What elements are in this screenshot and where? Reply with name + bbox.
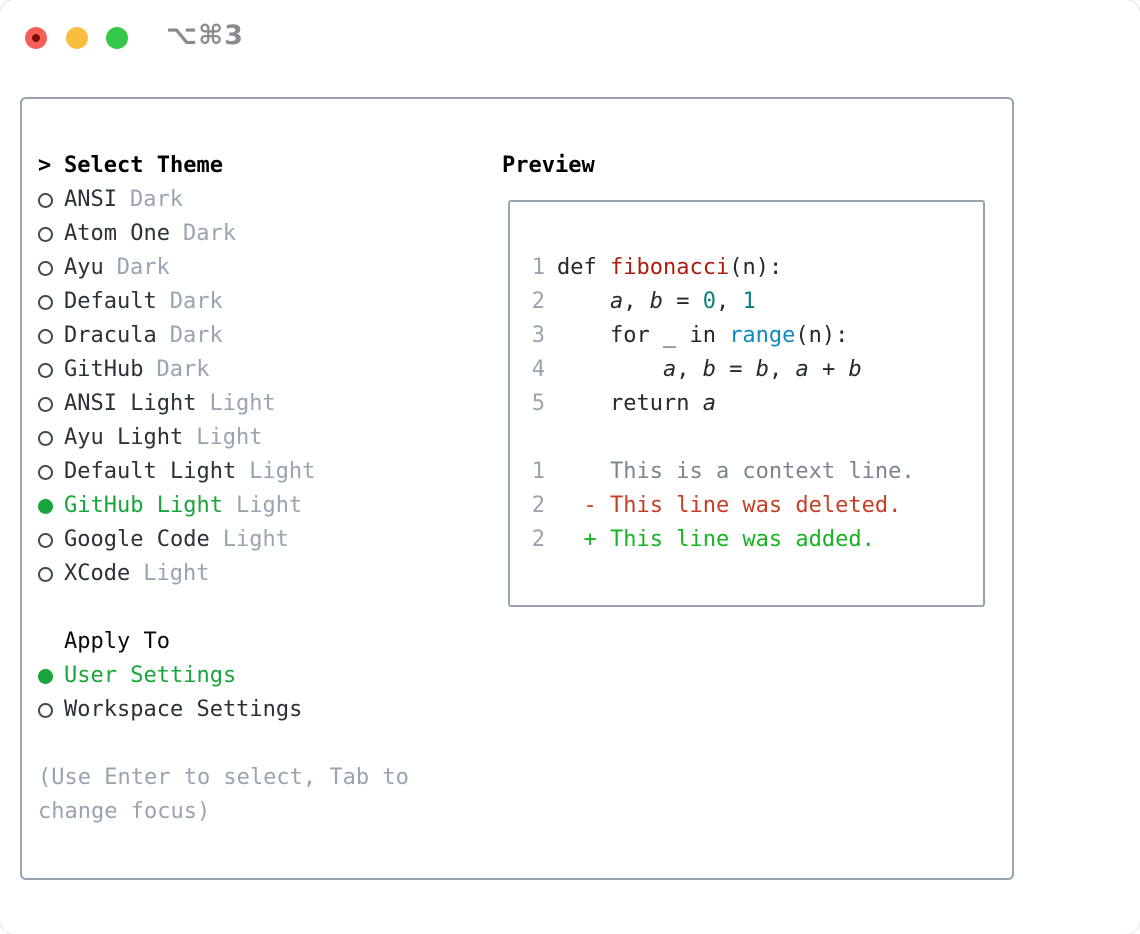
option-label: XCode	[64, 561, 131, 586]
close-button[interactable]	[25, 27, 47, 49]
radio-icon	[38, 192, 53, 208]
radio-icon	[38, 396, 53, 412]
line-number: 5	[531, 391, 545, 416]
option-label: GitHub Light	[64, 493, 223, 518]
theme-option-ayu[interactable]: Ayu Dark	[38, 251, 409, 285]
window-title: ⌥⌘3	[166, 20, 244, 51]
spacer	[38, 591, 409, 625]
radio-icon	[38, 702, 53, 718]
radio-icon	[38, 668, 53, 684]
option-tag: Dark	[129, 187, 183, 212]
theme-menu-heading-row: > Select Theme	[38, 149, 409, 183]
radio-icon	[38, 294, 53, 310]
theme-option-xcode[interactable]: XCode Light	[38, 557, 409, 591]
line-number: 2	[531, 289, 545, 314]
radio-icon	[38, 226, 53, 242]
theme-option-github-light[interactable]: GitHub Light Light	[38, 489, 409, 523]
option-tag: Dark	[116, 255, 170, 280]
option-label: Workspace Settings	[64, 697, 303, 722]
option-tag: Dark	[182, 221, 236, 246]
option-label: Dracula	[64, 323, 157, 348]
theme-option-default-light[interactable]: Default Light Light	[38, 455, 409, 489]
theme-option-ansi-light[interactable]: ANSI Light Light	[38, 387, 409, 421]
apply-to-option-list: User Settings Workspace Settings	[38, 659, 409, 727]
apply-to-heading: Apply To	[64, 629, 170, 654]
option-label: Atom One	[64, 221, 170, 246]
theme-option-github[interactable]: GitHub Dark	[38, 353, 409, 387]
option-tag: Light	[143, 561, 210, 586]
line-number: 1	[531, 459, 545, 484]
theme-option-default[interactable]: Default Dark	[38, 285, 409, 319]
option-label: User Settings	[64, 663, 237, 688]
option-label: ANSI	[64, 187, 117, 212]
theme-menu: > Select Theme ANSI Dark Atom One Dark A…	[38, 149, 409, 829]
preview-diff-line: 1 This is a context line.	[531, 455, 983, 489]
preview-diff-line: 2 + This line was added.	[531, 523, 983, 557]
apply-option-workspace-settings[interactable]: Workspace Settings	[38, 693, 409, 727]
preview-heading: Preview	[502, 153, 595, 178]
theme-option-list: ANSI Dark Atom One Dark Ayu Dark Default…	[38, 183, 409, 591]
spacer	[38, 727, 409, 761]
option-label: ANSI Light	[64, 391, 197, 416]
option-label: GitHub	[64, 357, 144, 382]
theme-option-google-code[interactable]: Google Code Light	[38, 523, 409, 557]
radio-icon	[38, 362, 53, 378]
preview-code-line: 2 a, b = 0, 1	[531, 285, 983, 319]
radio-icon	[38, 260, 53, 276]
line-number: 2	[531, 493, 545, 518]
theme-option-dracula[interactable]: Dracula Dark	[38, 319, 409, 353]
option-tag: Dark	[169, 289, 223, 314]
line-number: 4	[531, 357, 545, 382]
radio-icon	[38, 464, 53, 480]
preview-blank-line	[531, 421, 983, 455]
selection-prompt-icon: >	[38, 153, 52, 178]
minimize-button[interactable]	[66, 27, 88, 49]
radio-icon	[38, 328, 53, 344]
option-tag: Light	[235, 493, 303, 518]
keyboard-hint: (Use Enter to select, Tab to change focu…	[38, 765, 409, 824]
radio-icon	[38, 566, 53, 582]
theme-option-ansi[interactable]: ANSI Dark	[38, 183, 409, 217]
option-label: Default	[64, 289, 157, 314]
preview-code-line: 4 a, b = b, a + b	[531, 353, 983, 387]
radio-icon	[38, 532, 53, 548]
zoom-button[interactable]	[106, 27, 128, 49]
apply-option-user-settings[interactable]: User Settings	[38, 659, 409, 693]
option-tag: Light	[209, 391, 276, 416]
option-tag: Dark	[156, 357, 210, 382]
option-label: Default Light	[64, 459, 237, 484]
option-label: Ayu	[64, 255, 104, 280]
theme-option-ayu-light[interactable]: Ayu Light Light	[38, 421, 409, 455]
apply-to-heading-row: Apply To	[38, 625, 409, 659]
preview-code-line: 3 for _ in range(n):	[531, 319, 983, 353]
tui-frame: > Select Theme ANSI Dark Atom One Dark A…	[20, 97, 1014, 880]
option-tag: Light	[249, 459, 316, 484]
option-label: Ayu Light	[64, 425, 184, 450]
preview-code-line: 5 return a	[531, 387, 983, 421]
line-number: 2	[531, 527, 545, 552]
line-number: 1	[531, 255, 545, 280]
option-label: Google Code	[64, 527, 210, 552]
theme-menu-heading: Select Theme	[64, 153, 223, 178]
option-tag: Dark	[169, 323, 223, 348]
radio-icon	[38, 498, 53, 514]
preview-diff-line: 2 - This line was deleted.	[531, 489, 983, 523]
radio-icon	[38, 430, 53, 446]
theme-option-atom-one[interactable]: Atom One Dark	[38, 217, 409, 251]
option-tag: Light	[196, 425, 263, 450]
option-tag: Light	[222, 527, 289, 552]
line-number: 3	[531, 323, 545, 348]
